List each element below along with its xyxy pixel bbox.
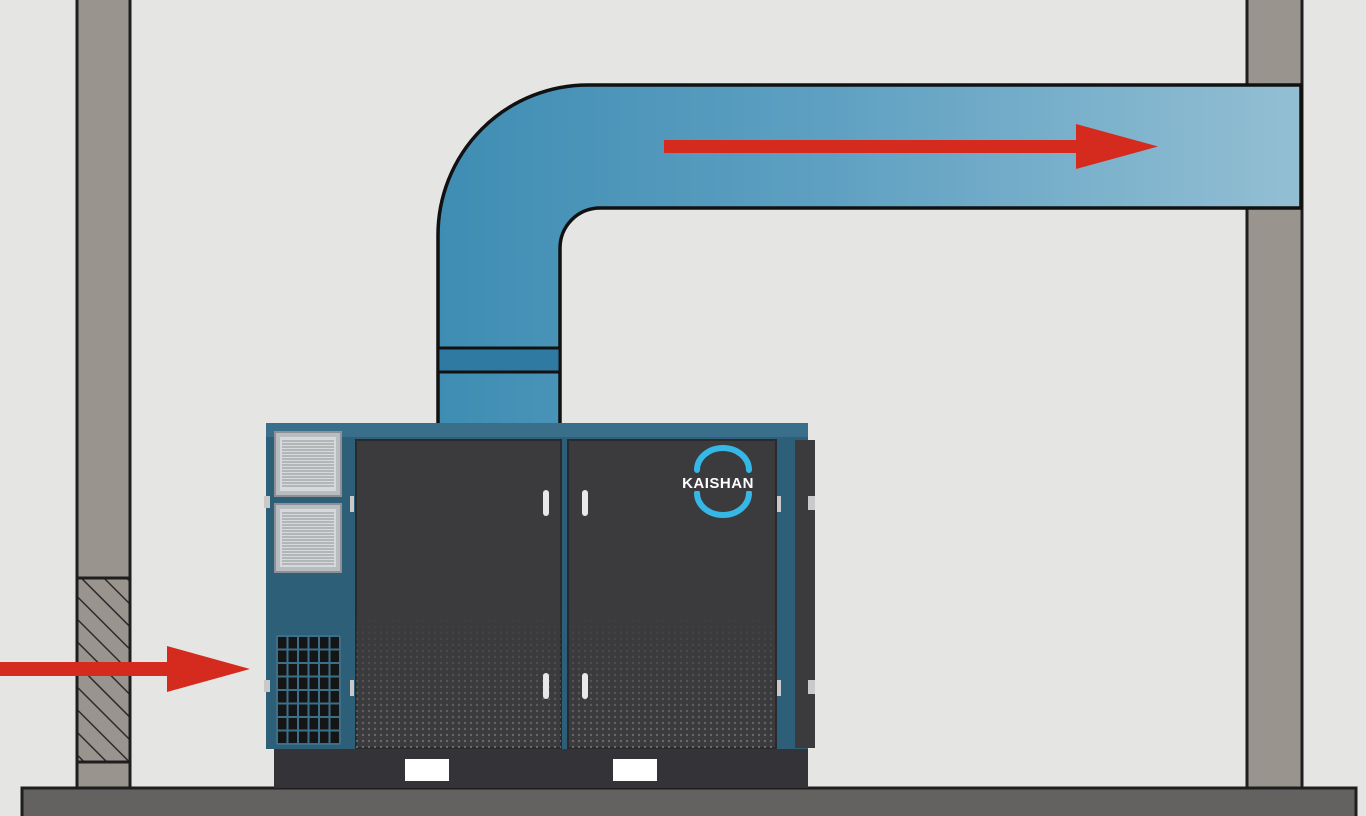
forklift-slot-left: [405, 759, 449, 781]
hinge: [777, 496, 781, 512]
hinge: [808, 680, 815, 694]
hinge: [350, 496, 354, 512]
exhaust-duct: [436, 83, 1303, 427]
hinge: [264, 680, 270, 692]
door-handle: [582, 490, 588, 516]
kaishan-logo: KAISHAN: [671, 445, 765, 518]
compressor-door-left: [355, 439, 562, 749]
floor: [20, 786, 1358, 816]
door-handle: [543, 490, 549, 516]
hinge: [808, 496, 815, 510]
hinge: [350, 680, 354, 696]
compressor-door-right: [567, 439, 777, 749]
air-intake-grid: [276, 635, 341, 745]
door-handle: [582, 673, 588, 699]
air-compressor: KAISHAN: [264, 423, 815, 788]
hinge: [264, 496, 270, 508]
hot-air-exhaust-arrow: [664, 124, 1158, 169]
brand-logo-text: KAISHAN: [682, 475, 754, 492]
hinge: [777, 680, 781, 696]
logo-ring-icon: [694, 445, 752, 473]
forklift-slot-right: [613, 759, 657, 781]
duct-flange: [436, 346, 562, 374]
door-handle: [543, 673, 549, 699]
logo-ring-icon: [694, 490, 752, 518]
lower-vent-grille: [274, 503, 342, 573]
left-wall: [75, 0, 132, 790]
cool-air-intake-arrow: [0, 646, 250, 692]
upper-vent-grille: [274, 431, 342, 497]
compressor-base: [274, 748, 808, 788]
